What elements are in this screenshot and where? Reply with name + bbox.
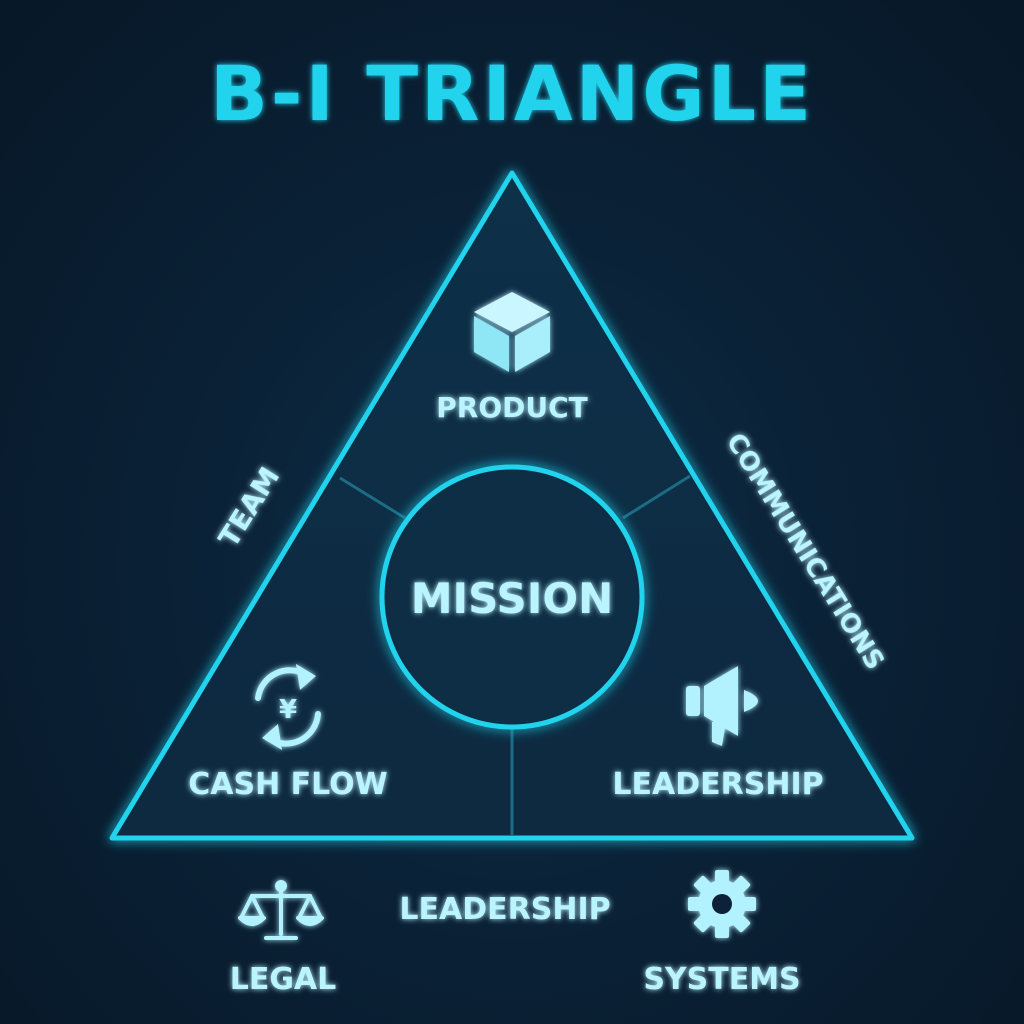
svg-text:¥: ¥ [279,695,297,725]
gear-icon [688,870,756,938]
mission-label: MISSION [411,574,614,623]
yen-cycle-icon: ¥ [255,664,321,750]
leadership-bottom-label: LEADERSHIP [399,892,610,927]
team-label: TEAM [212,461,286,553]
systems-label: SYSTEMS [643,962,800,997]
page-title: B-I TRIANGLE [210,49,814,138]
scales-icon [238,880,324,940]
legal-label: LEGAL [230,962,337,997]
mission-circle [379,464,645,730]
divider-left [339,476,406,520]
leadership-section-label: LEADERSHIP [612,767,823,802]
divider-right [622,474,691,520]
cube-icon [474,292,550,372]
cash-flow-label: CASH FLOW [188,767,388,802]
megaphone-icon [686,666,758,746]
product-label: PRODUCT [436,391,588,424]
